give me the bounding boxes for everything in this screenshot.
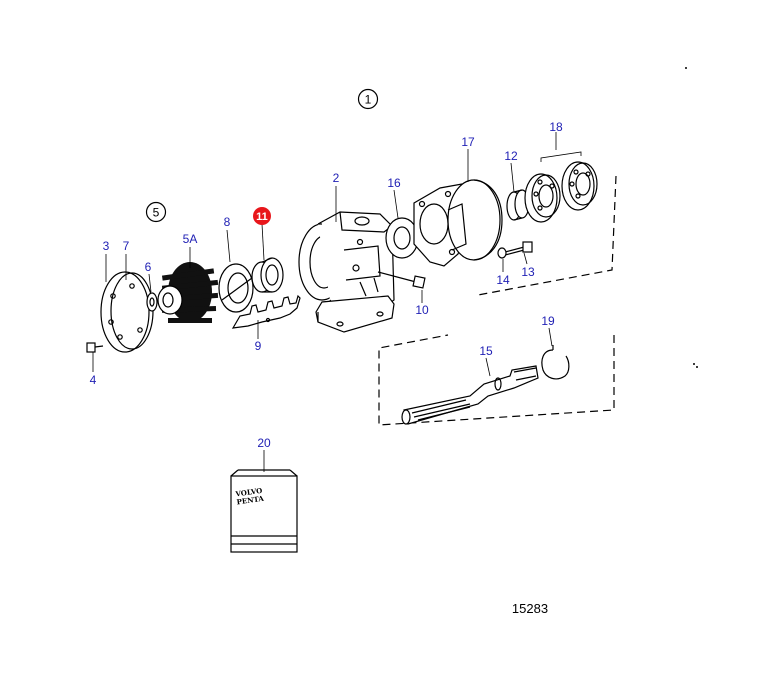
housing-screw (377, 271, 426, 289)
group-label-1[interactable]: 1 (357, 88, 379, 110)
callout-14[interactable]: 14 (496, 273, 510, 287)
svg-text:PENTA: PENTA (236, 494, 265, 507)
cam-insert (231, 294, 301, 329)
svg-text:4: 4 (90, 373, 97, 387)
svg-text:19: 19 (541, 314, 555, 328)
callout-9[interactable]: 9 (255, 339, 262, 353)
svg-text:VOLVO: VOLVO (234, 486, 263, 499)
bearing-housing-bolt (504, 241, 533, 256)
callout-19[interactable]: 19 (541, 314, 555, 328)
callout-20[interactable]: 20 (257, 436, 271, 450)
pump-housing (298, 211, 395, 333)
spacer-ring (218, 263, 254, 313)
callout-2[interactable]: 2 (333, 171, 340, 185)
callout-10[interactable]: 10 (415, 303, 429, 317)
svg-text:17: 17 (461, 135, 475, 149)
svg-text:18: 18 (549, 120, 563, 134)
svg-text:6: 6 (145, 260, 152, 274)
ball-bearing-inner (524, 173, 561, 223)
stray-marks (685, 67, 698, 368)
group-label-5[interactable]: 5 (145, 201, 167, 223)
callout-8[interactable]: 8 (224, 215, 231, 229)
highlight-marker (253, 207, 271, 225)
bearing-housing (413, 179, 503, 267)
impeller-washer (146, 292, 158, 312)
shaft-seal (251, 257, 284, 293)
callout-11-highlighted[interactable]: 11 (253, 207, 271, 225)
svg-text:12: 12 (504, 149, 518, 163)
assembly-outline-dashed (378, 175, 617, 426)
svg-text:8: 8 (224, 215, 231, 229)
bearing-seal-ring (385, 217, 419, 259)
circlip (541, 345, 570, 380)
callout-5a[interactable]: 5A (183, 232, 198, 246)
svg-text:3: 3 (103, 239, 110, 253)
svg-text:2: 2 (333, 171, 340, 185)
callout-6[interactable]: 6 (145, 260, 152, 274)
svg-text:16: 16 (387, 176, 401, 190)
svg-text:7: 7 (123, 239, 130, 253)
callout-12[interactable]: 12 (504, 149, 518, 163)
svg-text:10: 10 (415, 303, 429, 317)
callout-17[interactable]: 17 (461, 135, 475, 149)
callout-16[interactable]: 16 (387, 176, 401, 190)
cover-screw (86, 342, 104, 353)
package-brand-logo: VOLVO PENTA (234, 486, 265, 507)
bolt-washer (497, 247, 507, 259)
pump-shaft (401, 365, 539, 425)
svg-text:9: 9 (255, 339, 262, 353)
callout-7[interactable]: 7 (123, 239, 130, 253)
callout-4[interactable]: 4 (90, 373, 97, 387)
svg-text:5A: 5A (183, 232, 198, 246)
callout-3[interactable]: 3 (103, 239, 110, 253)
svg-text:1: 1 (365, 93, 372, 107)
svg-text:13: 13 (521, 265, 535, 279)
svg-text:5: 5 (153, 206, 160, 220)
impeller (157, 262, 219, 323)
svg-text:20: 20 (257, 436, 271, 450)
svg-text:14: 14 (496, 273, 510, 287)
pump-cover-plate (100, 271, 154, 353)
callout-13[interactable]: 13 (521, 265, 535, 279)
drawing-number: 15283 (512, 601, 548, 616)
callout-18[interactable]: 18 (549, 120, 563, 134)
parts-kit-package (230, 469, 298, 553)
leader-lines (92, 132, 557, 472)
ball-bearing-outer (561, 161, 598, 211)
svg-text:11: 11 (256, 211, 268, 223)
callout-15[interactable]: 15 (479, 344, 493, 358)
svg-text:15: 15 (479, 344, 493, 358)
